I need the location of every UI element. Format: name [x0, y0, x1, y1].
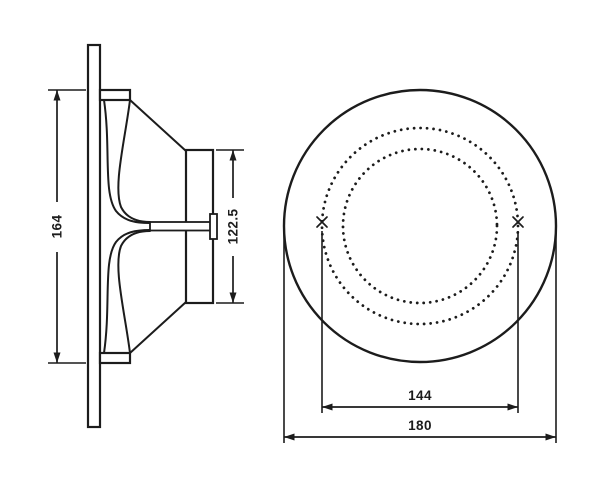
arrow-right-icon	[545, 433, 556, 441]
arrow-down-icon	[229, 292, 237, 303]
basket-edge-top	[129, 99, 187, 152]
mounting-hole-x-icon-right	[512, 216, 524, 228]
cutout-dotted-circle	[320, 126, 520, 326]
dimension-label-depth: 122.5	[226, 209, 241, 245]
dimension-180: 180	[283, 230, 557, 443]
cone-curve-bottom-inner	[117, 230, 151, 354]
cone-curve-top-inner	[117, 99, 151, 223]
basket-edge-bottom	[129, 301, 187, 354]
label-mask	[48, 202, 66, 252]
arrow-up-icon	[53, 90, 61, 101]
dimension-144: 144	[321, 231, 519, 413]
top-lip	[98, 88, 132, 102]
dimension-label-outer-diameter: 180	[408, 418, 432, 433]
mounting-hole-x-icon-left	[316, 216, 328, 228]
arrow-left-icon	[322, 403, 333, 411]
dimension-label-hole-spacing: 144	[408, 388, 432, 403]
arrow-left-icon	[284, 433, 295, 441]
arrow-down-icon	[53, 352, 61, 363]
center-axis-bar	[149, 221, 213, 232]
dimension-label-height: 164	[50, 215, 65, 239]
cone-curve-bottom-outer	[103, 229, 151, 354]
dimension-164: 164	[48, 89, 86, 364]
inner-dotted-circle	[341, 147, 499, 305]
center-axis-cap	[209, 213, 218, 240]
arrow-up-icon	[229, 150, 237, 161]
label-mask	[224, 198, 242, 256]
front-view	[282, 88, 558, 364]
flange-plate	[86, 43, 102, 429]
dimension-122-5: 122.5	[216, 149, 244, 304]
side-view	[86, 43, 218, 429]
arrow-right-icon	[507, 403, 518, 411]
cone-curve-top-outer	[103, 99, 151, 224]
bottom-lip	[98, 351, 132, 365]
outer-rim-circle	[282, 88, 558, 364]
